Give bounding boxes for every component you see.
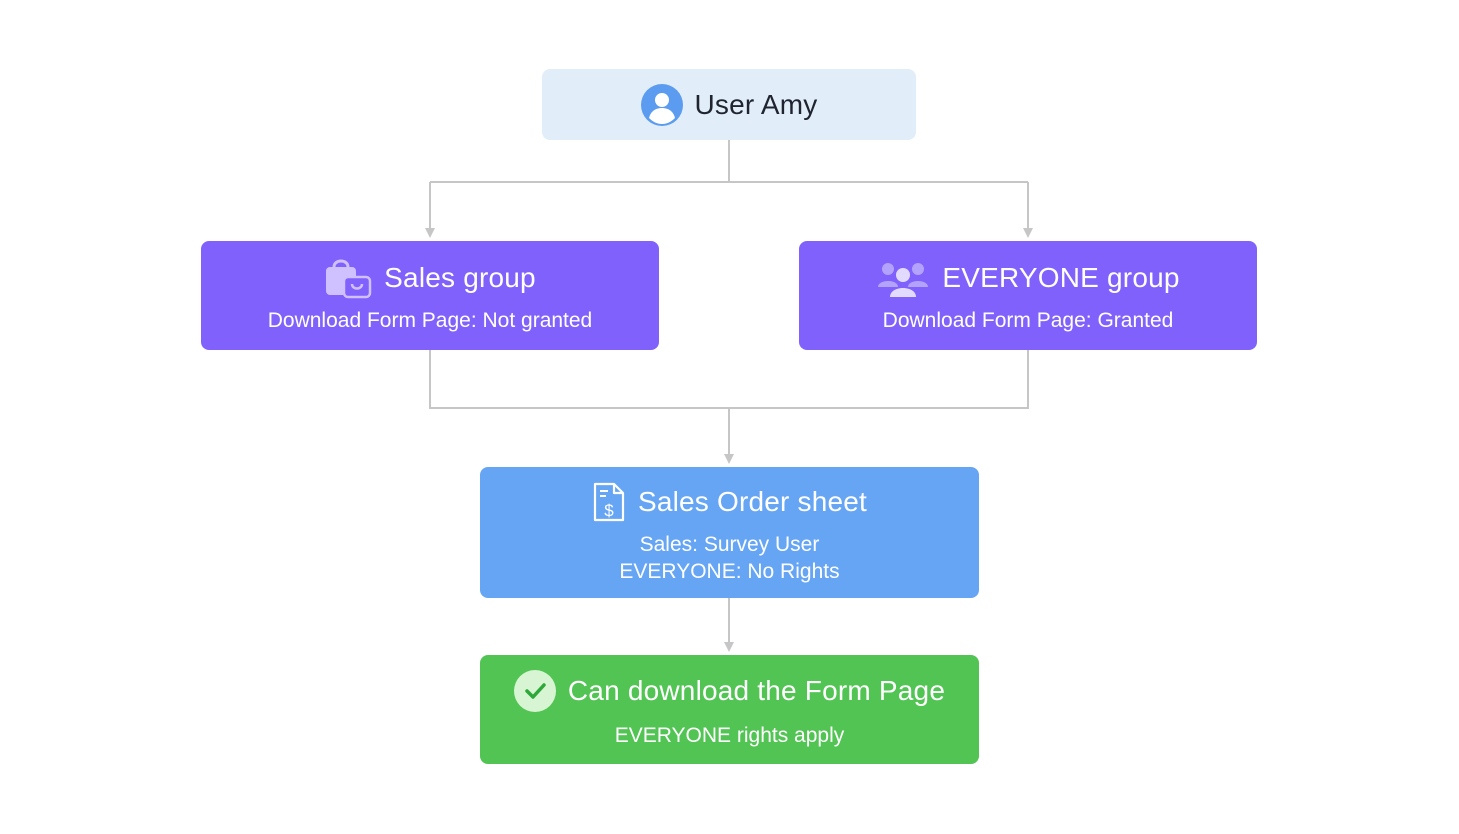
svg-text:$: $ [604, 501, 614, 520]
sales-order-sheet-node: $ Sales Order sheet Sales: Survey User E… [480, 467, 979, 598]
sales-group-title-row: Sales group [324, 257, 536, 299]
shopping-bag-icon [324, 257, 372, 299]
invoice-document-icon: $ [592, 481, 626, 523]
result-title-row: Can download the Form Page [513, 670, 946, 712]
sales-group-title: Sales group [384, 262, 536, 293]
check-circle-icon [513, 670, 556, 712]
everyone-group-node: EVERYONE group Download Form Page: Grant… [799, 241, 1257, 350]
everyone-group-title-row: EVERYONE group [876, 257, 1179, 299]
sheet-rights-list: Sales: Survey User EVERYONE: No Rights [619, 531, 839, 585]
everyone-group-permission: Download Form Page: Granted [882, 309, 1174, 332]
user-title-row: User Amy [640, 83, 818, 126]
result-title: Can download the Form Page [567, 675, 946, 706]
result-subtitle: EVERYONE rights apply [614, 724, 845, 747]
connector-groups-to-sheet [429, 350, 1029, 409]
sheet-title: Sales Order sheet [637, 485, 868, 517]
user-node: User Amy [542, 69, 916, 140]
sales-group-permission: Download Form Page: Not granted [267, 309, 593, 332]
people-group-icon [876, 257, 930, 299]
sales-group-node: Sales group Download Form Page: Not gran… [201, 241, 659, 350]
result-node: Can download the Form Page EVERYONE righ… [480, 655, 979, 764]
sheet-rights-line: Sales: Survey User [639, 532, 820, 556]
sheet-rights-line: EVERYONE: No Rights [619, 559, 840, 583]
sheet-title-row: $ Sales Order sheet [592, 481, 867, 523]
connector-user-to-groups [430, 140, 1028, 183]
everyone-group-title: EVERYONE group [942, 262, 1180, 293]
user-avatar-icon [640, 83, 683, 126]
user-name: User Amy [694, 88, 818, 120]
